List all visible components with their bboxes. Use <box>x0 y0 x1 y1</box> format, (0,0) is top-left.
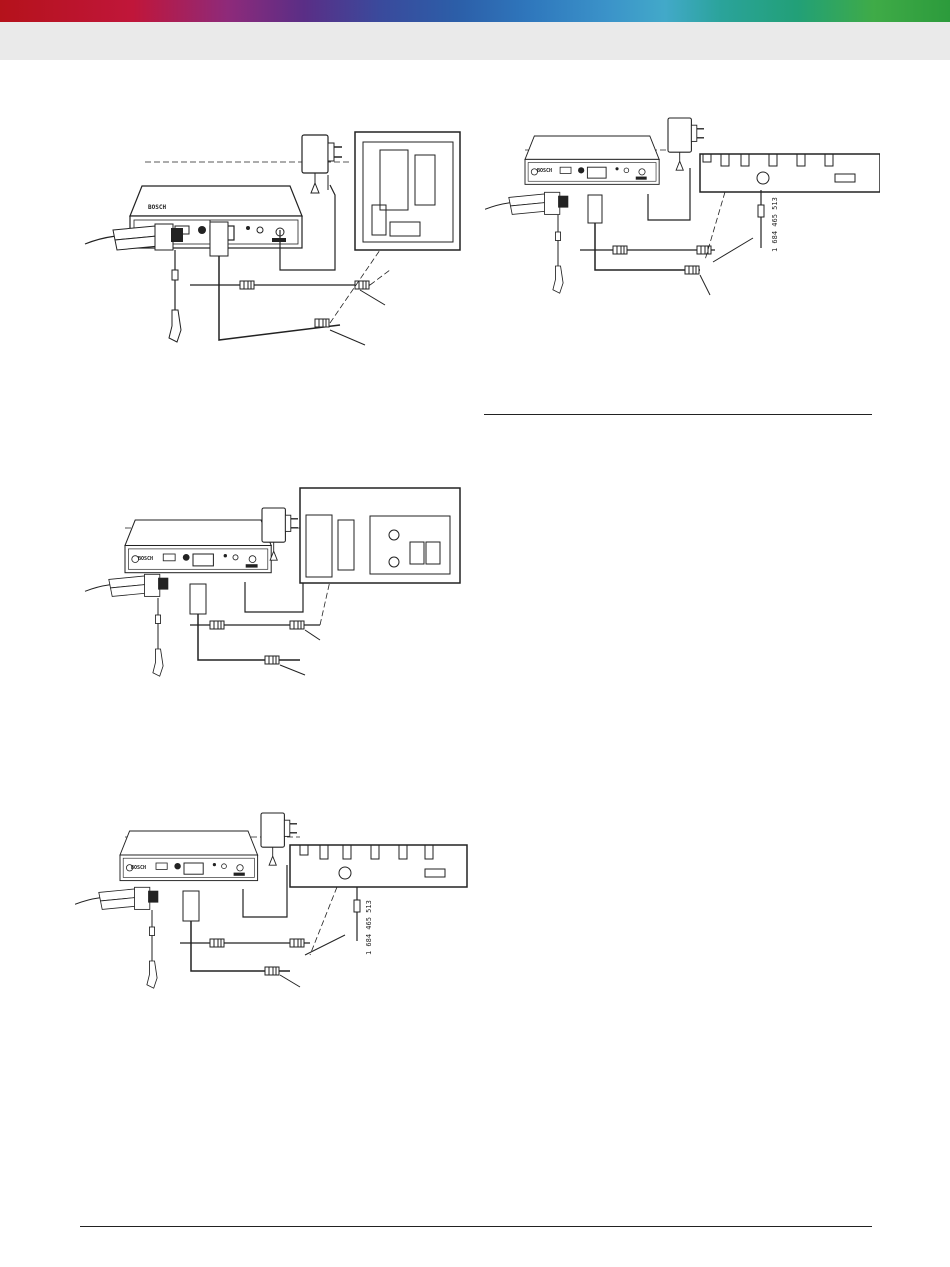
figure-3-connection-diagram: BOSCH <box>80 480 470 680</box>
footer-rule <box>80 1226 872 1227</box>
header-bar <box>0 22 950 60</box>
device-brand-label: BOSCH <box>537 168 552 174</box>
device-brand-label: BOSCH <box>138 556 153 562</box>
header-color-band <box>0 0 950 22</box>
figure-1-connection-diagram: BOSCH <box>80 110 470 360</box>
figure-2-connection-diagram: BOSCH 1 684 465 513 <box>485 110 880 310</box>
section-divider <box>484 414 872 415</box>
part-number-label: 1 684 465 513 <box>771 197 779 252</box>
figure-4-connection-diagram: BOSCH 1 684 465 513 <box>75 805 470 995</box>
part-number-label: 1 684 465 513 <box>365 900 373 955</box>
device-brand-label: BOSCH <box>131 865 146 871</box>
device-brand-label: BOSCH <box>148 204 166 211</box>
